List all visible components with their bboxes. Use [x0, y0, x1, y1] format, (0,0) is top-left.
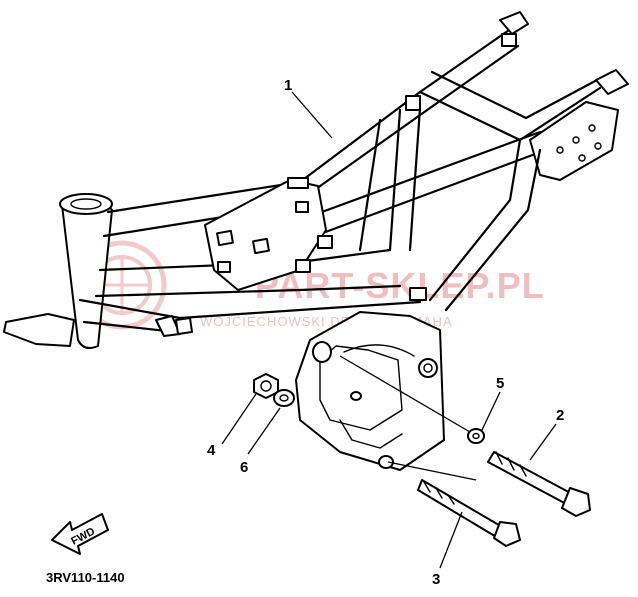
callout-6: 6: [240, 459, 248, 476]
leader-lines: [221, 91, 557, 569]
washer-part-5: [467, 428, 485, 444]
fwd-arrow-icon: FWD: [51, 513, 109, 555]
leader-5: [481, 391, 501, 431]
diagram-code: 3RV110-1140: [46, 570, 125, 585]
leader-1: [291, 91, 333, 139]
bolt-part-2: [487, 451, 591, 517]
watermark: PART-SKLEP.PL WOJCIECHOWSKI DEALER YAMAH…: [77, 240, 544, 330]
leader-3: [439, 511, 463, 569]
callout-labels: 1 2 3 4 5 6: [207, 77, 564, 588]
engine-mount-bracket: [295, 311, 445, 471]
leader-4: [221, 393, 257, 445]
rear-side-plate: [529, 101, 619, 181]
leader-6: [247, 407, 281, 455]
callout-4: 4: [207, 442, 216, 459]
rear-down-tube: [428, 138, 522, 302]
callout-5: 5: [496, 375, 504, 392]
washer-part-6: [273, 389, 295, 407]
hardware: [253, 373, 591, 547]
callout-1: 1: [284, 77, 292, 94]
head-tube-base-plate: [3, 313, 75, 347]
callout-3: 3: [432, 571, 440, 588]
bracket-body: [295, 311, 445, 471]
callout-2: 2: [556, 407, 564, 424]
frame-assembly: [3, 11, 629, 349]
rear-cross-tube: [298, 130, 542, 222]
bolt-part-3: [417, 479, 521, 547]
head-tube-top: [59, 193, 113, 215]
upper-bracket: [405, 95, 421, 111]
upper-main-tube: [106, 26, 514, 214]
leader-2: [529, 423, 557, 461]
